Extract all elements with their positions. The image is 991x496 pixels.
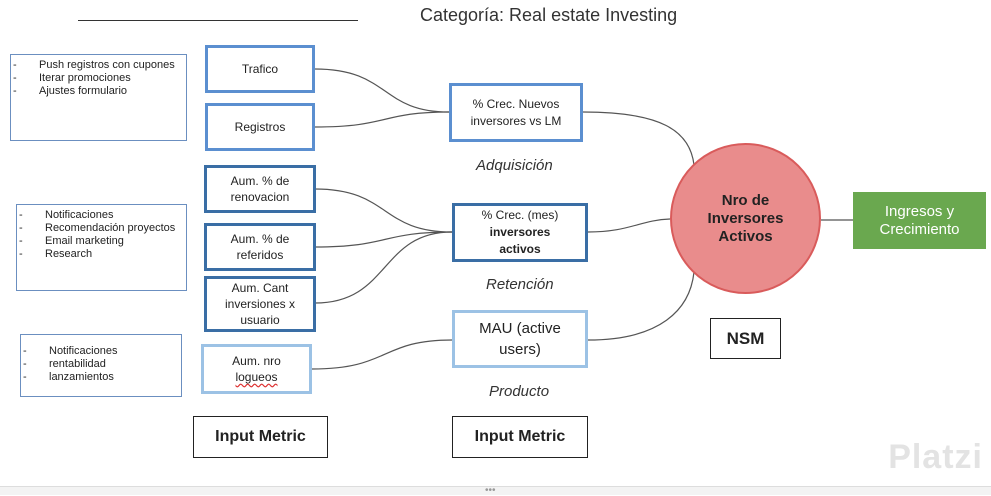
link-prod-nsm [587, 271, 695, 341]
metric-registros: Registros [205, 103, 315, 151]
note-item: Ajustes formulario [13, 85, 178, 98]
header-underline [78, 20, 358, 21]
link-referidos [314, 231, 453, 248]
link-renovacion [314, 188, 453, 233]
stage-retencion: Retención [486, 276, 554, 293]
input-metric-label-right: Input Metric [452, 416, 588, 458]
outcome-box: Ingresos y Crecimiento [853, 192, 986, 249]
note-producto: Notificaciones rentabilidad lanzamientos [20, 334, 182, 397]
stage-producto: Producto [489, 383, 550, 400]
note-item: rentabilidad [23, 358, 173, 371]
link-inversiones [314, 231, 453, 304]
metric-adquisicion: % Crec. Nuevos inversores vs LM [449, 83, 583, 142]
metric-renovacion: Aum. % de renovacion [204, 165, 316, 213]
category-title: Categoría: Real estate Investing [420, 5, 678, 25]
metric-logueos: Aum. nro logueos [201, 344, 312, 394]
link-adq-nsm [582, 111, 695, 166]
note-item: Email marketing [19, 235, 178, 248]
metric-retencion-line1: % Crec. (mes) [481, 208, 559, 222]
link-ret-nsm [587, 218, 671, 233]
nsm-tag: NSM [710, 318, 781, 359]
platzi-watermark: Platzi [888, 438, 983, 476]
bottom-bar [0, 486, 991, 495]
note-item: Research [19, 248, 178, 261]
north-star-circle: Nro de Inversores Activos [670, 143, 821, 294]
link-registros [314, 111, 450, 128]
note-item: Notificaciones [19, 209, 178, 222]
note-item: Notificaciones [23, 345, 173, 358]
note-item: Push registros con cupones [13, 59, 178, 72]
metric-retencion-line2: inversores activos [489, 225, 551, 256]
input-metric-label-left: Input Metric [193, 416, 328, 458]
link-logueos [311, 339, 453, 370]
outcome-label: Ingresos y Crecimiento [879, 202, 960, 238]
note-item: lanzamientos [23, 371, 173, 384]
note-adquisicion: Push registros con cupones Iterar promoc… [10, 54, 187, 141]
metric-retencion: % Crec. (mes) inversores activos [452, 203, 588, 262]
note-item: Iterar promociones [13, 72, 178, 85]
drag-handle-icon[interactable]: ••• [485, 485, 496, 496]
north-star-label: Nro de Inversores Activos [707, 191, 784, 245]
metric-referidos: Aum. % de referidos [204, 223, 316, 271]
note-item: Recomendación proyectos [19, 222, 178, 235]
note-retencion: Notificaciones Recomendación proyectos E… [16, 204, 187, 291]
link-trafico [314, 68, 450, 113]
metric-logueos-line2: logueos [235, 370, 278, 384]
stage-adquisicion: Adquisición [476, 157, 553, 174]
metric-trafico: Trafico [205, 45, 315, 93]
metric-logueos-line1: Aum. nro [232, 354, 281, 368]
metric-inversiones: Aum. Cant inversiones x usuario [204, 276, 316, 332]
metric-producto: MAU (active users) [452, 310, 588, 368]
